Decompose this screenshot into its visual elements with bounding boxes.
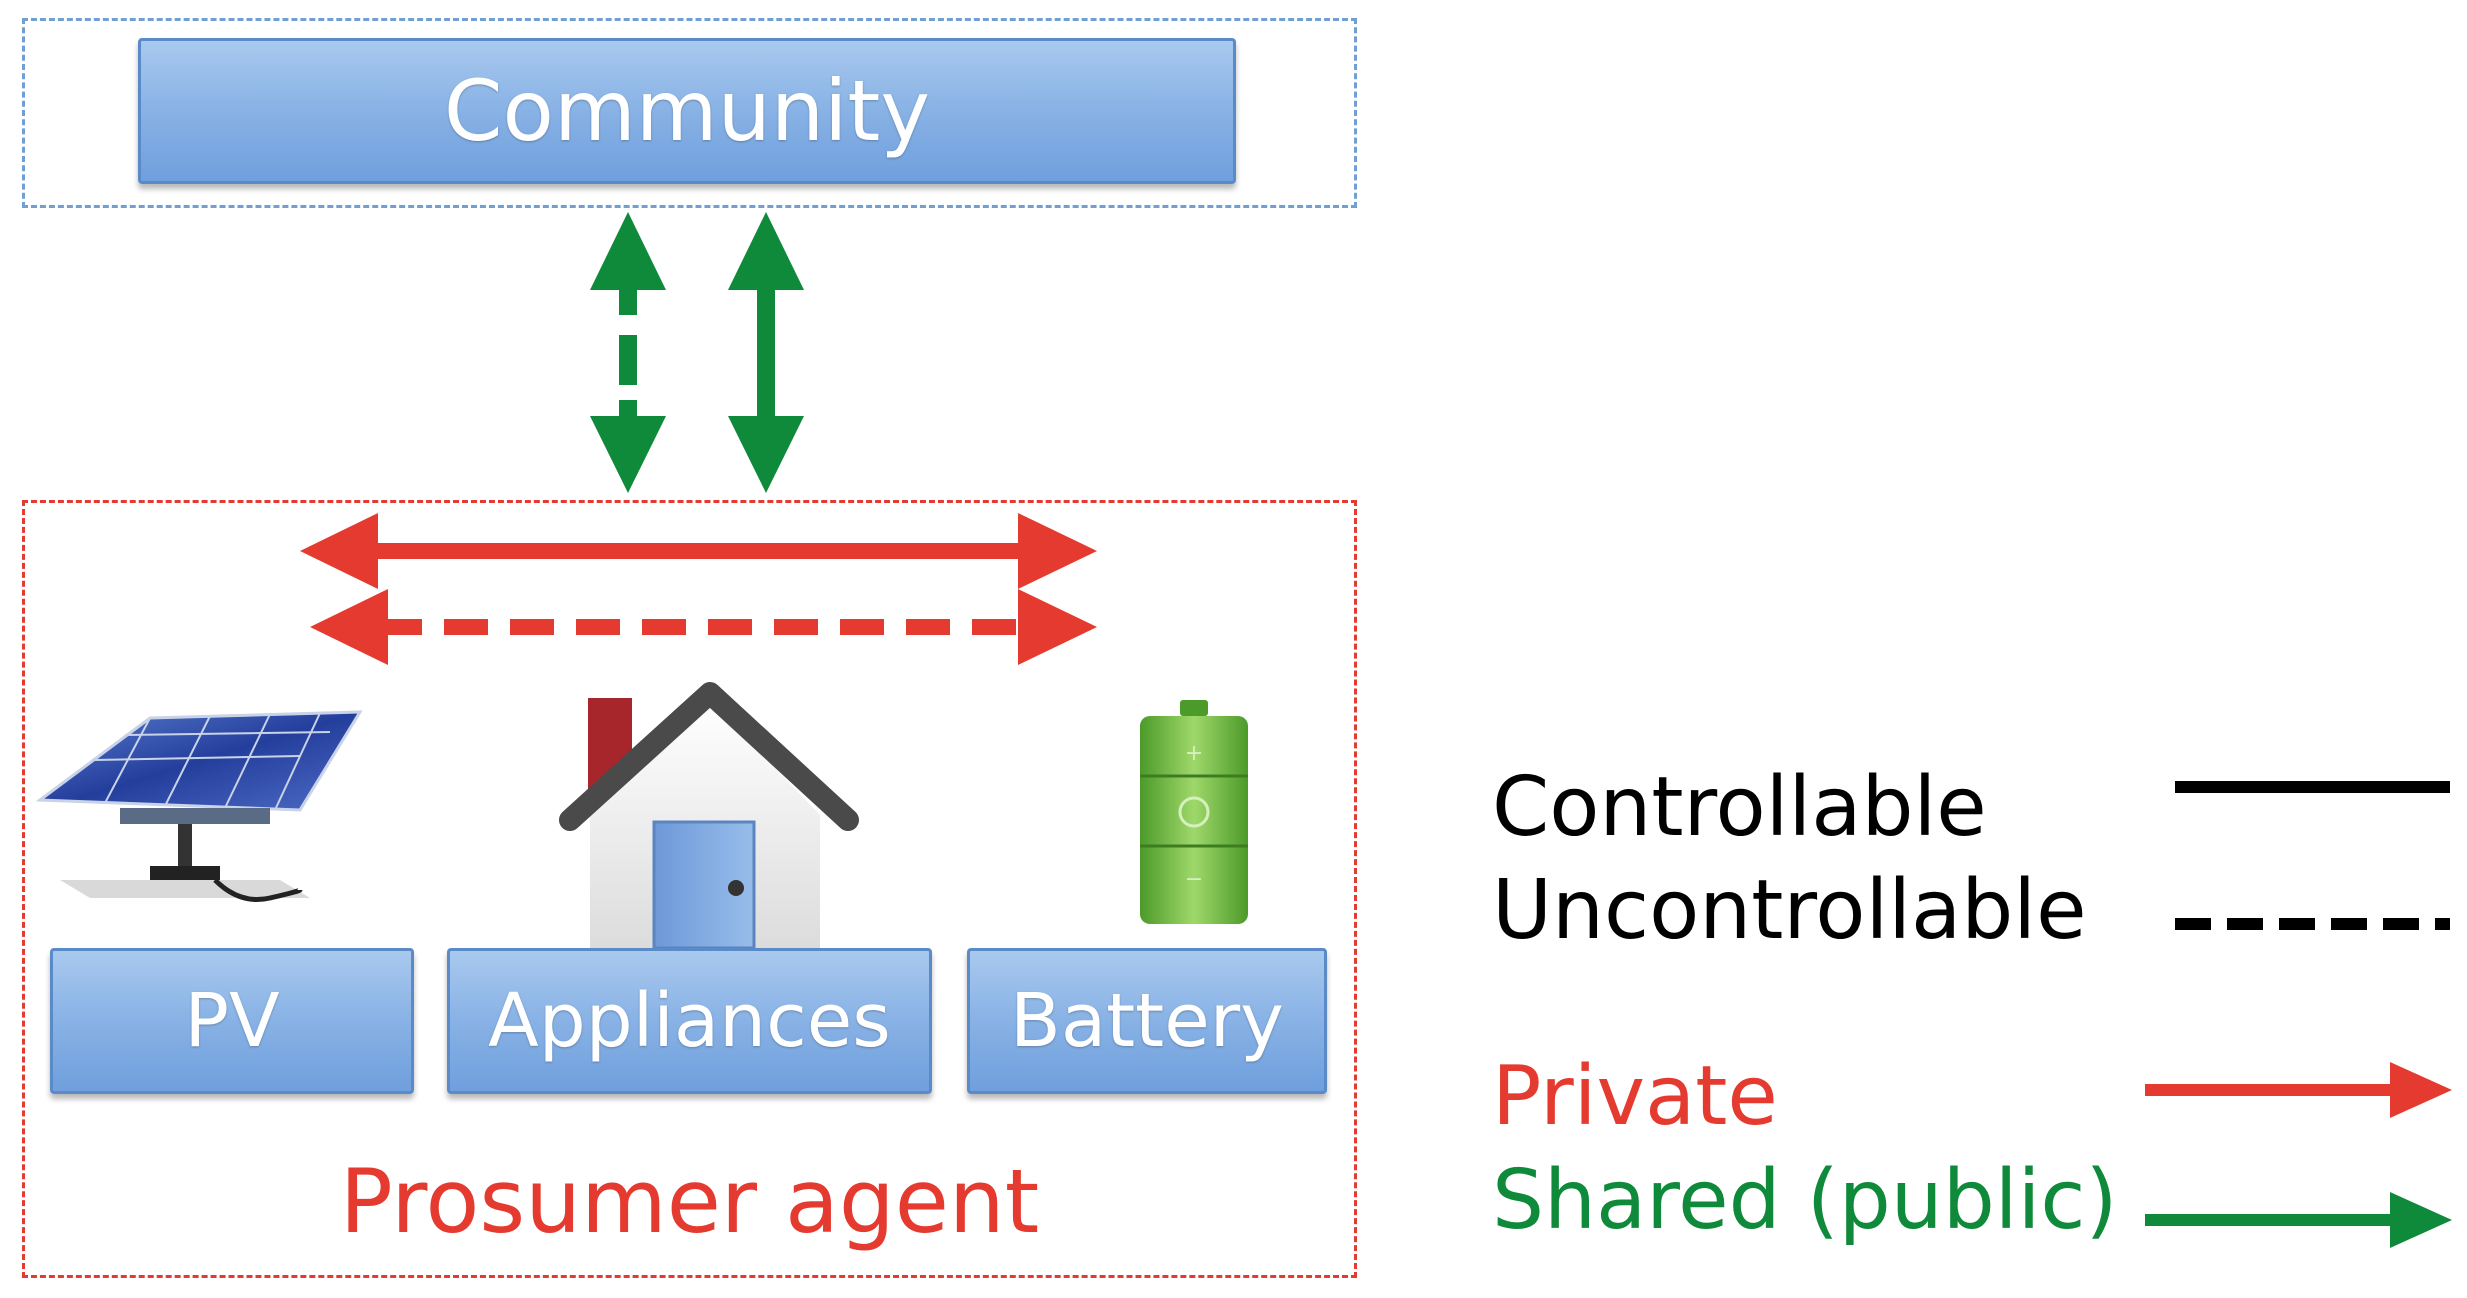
prosumer-agent-label: Prosumer agent [339,1150,1040,1253]
pv-label: PV [184,978,280,1064]
legend-shared-label: Shared (public) [1492,1153,2118,1248]
community-box: Community [138,38,1236,184]
battery-icon: + − [1140,700,1248,924]
shared-controllable-arrow [728,212,804,493]
legend-uncontrollable-label: Uncontrollable [1492,863,2087,958]
battery-label: Battery [1010,978,1284,1064]
solar-panel-icon [35,710,363,902]
legend-shared-arrow [2145,1192,2452,1248]
appliances-label: Appliances [488,978,891,1064]
house-icon [559,682,859,950]
legend-controllable-label: Controllable [1492,760,1987,855]
community-frame [22,18,1357,208]
svg-text:−: − [1185,867,1203,892]
shared-uncontrollable-arrow [590,212,666,493]
private-controllable-arrow [300,513,1097,589]
prosumer-agent-frame [22,500,1357,1278]
private-uncontrollable-arrow [310,589,1097,665]
legend-private-arrow [2145,1062,2452,1118]
svg-text:+: + [1185,741,1203,766]
appliances-box: Appliances [447,948,932,1094]
battery-box: Battery [967,948,1327,1094]
pv-box: PV [50,948,414,1094]
community-label: Community [443,62,931,160]
legend-private-label: Private [1492,1049,1778,1144]
